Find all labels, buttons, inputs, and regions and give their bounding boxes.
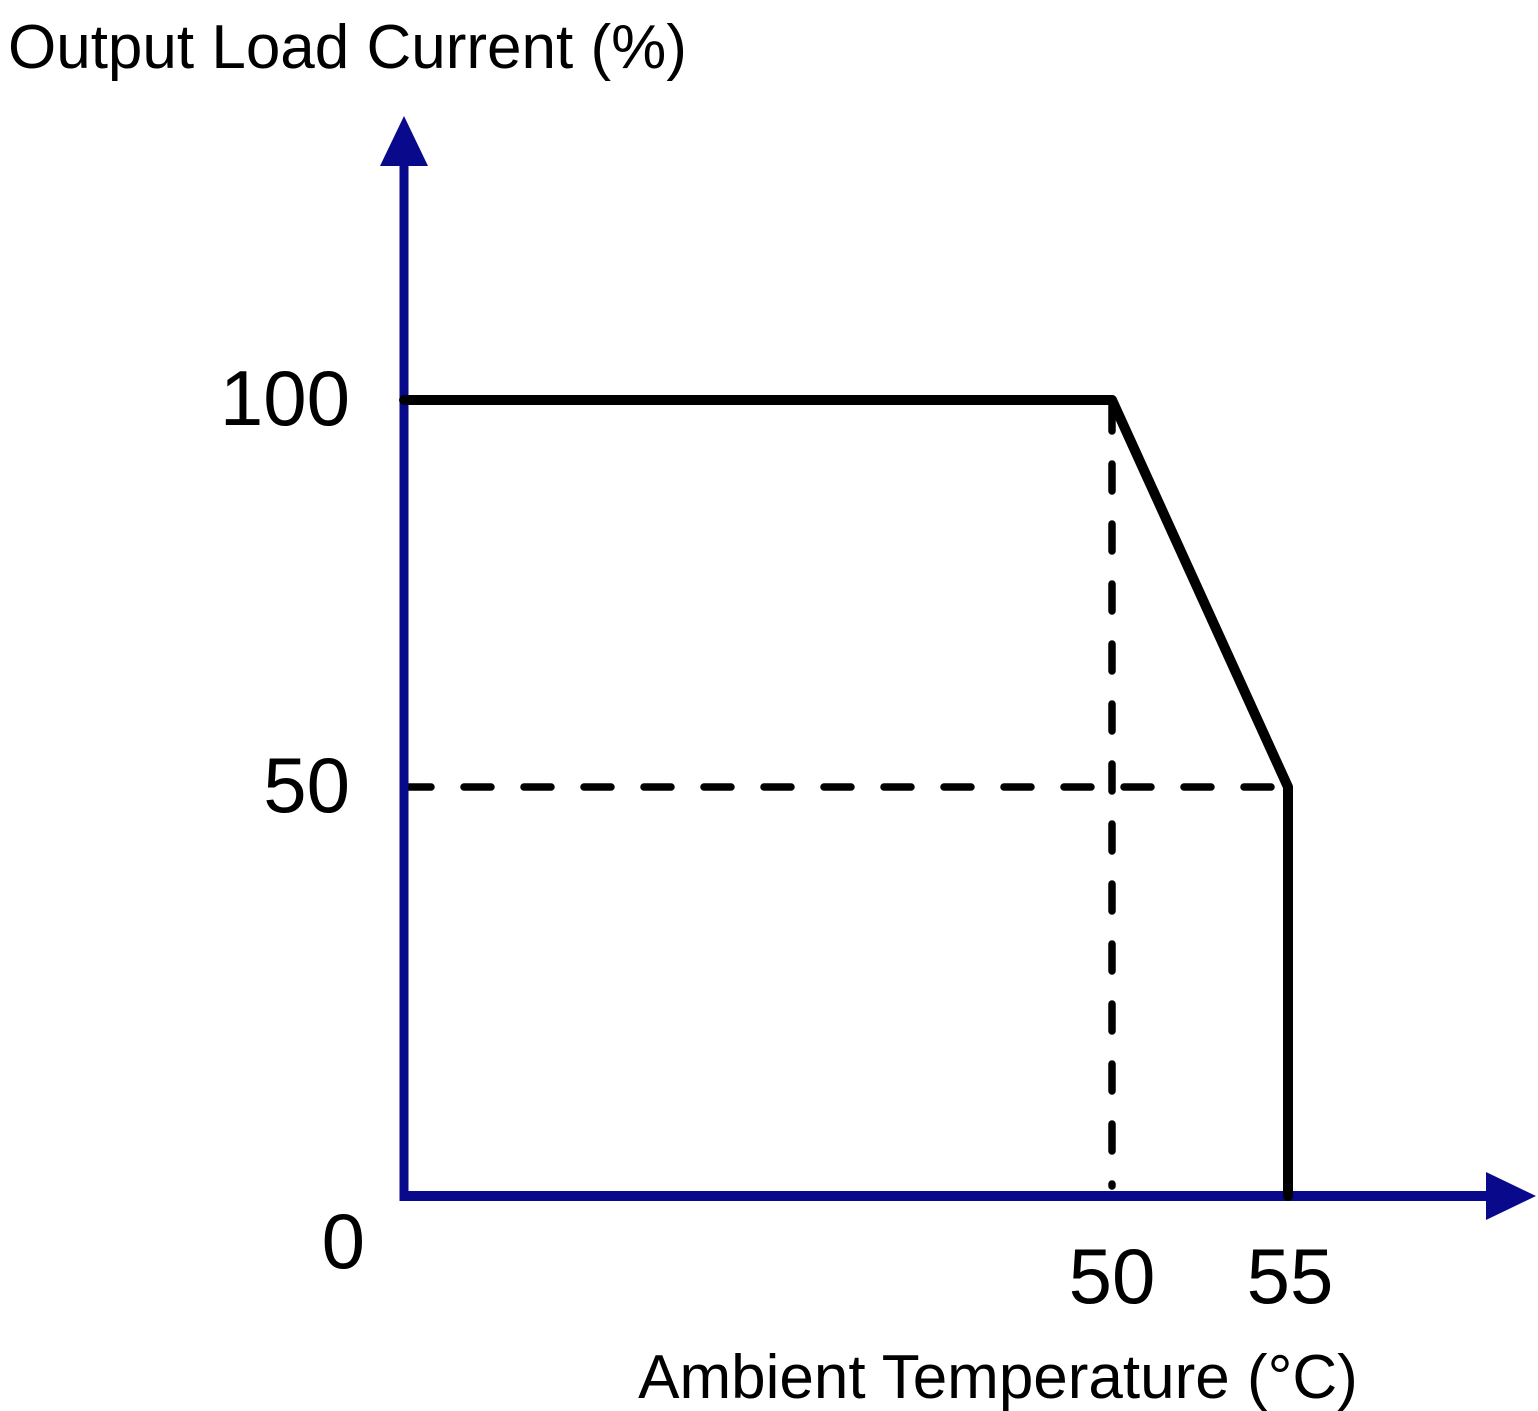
y-axis-title: Output Load Current (%): [8, 13, 687, 82]
x-axis-title: Ambient Temperature (°C): [638, 1343, 1358, 1411]
x-tick-label-55: 55: [1246, 1232, 1334, 1320]
y-tick-label-100: 100: [219, 354, 350, 442]
load-derating-curve: [399, 395, 1293, 1201]
y-axis-arrow-icon: [380, 116, 428, 166]
y-tick-label-50: 50: [263, 741, 350, 829]
origin-label: 0: [321, 1197, 365, 1285]
x-axis-arrow-icon: [1486, 1172, 1536, 1220]
x-tick-label-50: 50: [1068, 1232, 1156, 1320]
